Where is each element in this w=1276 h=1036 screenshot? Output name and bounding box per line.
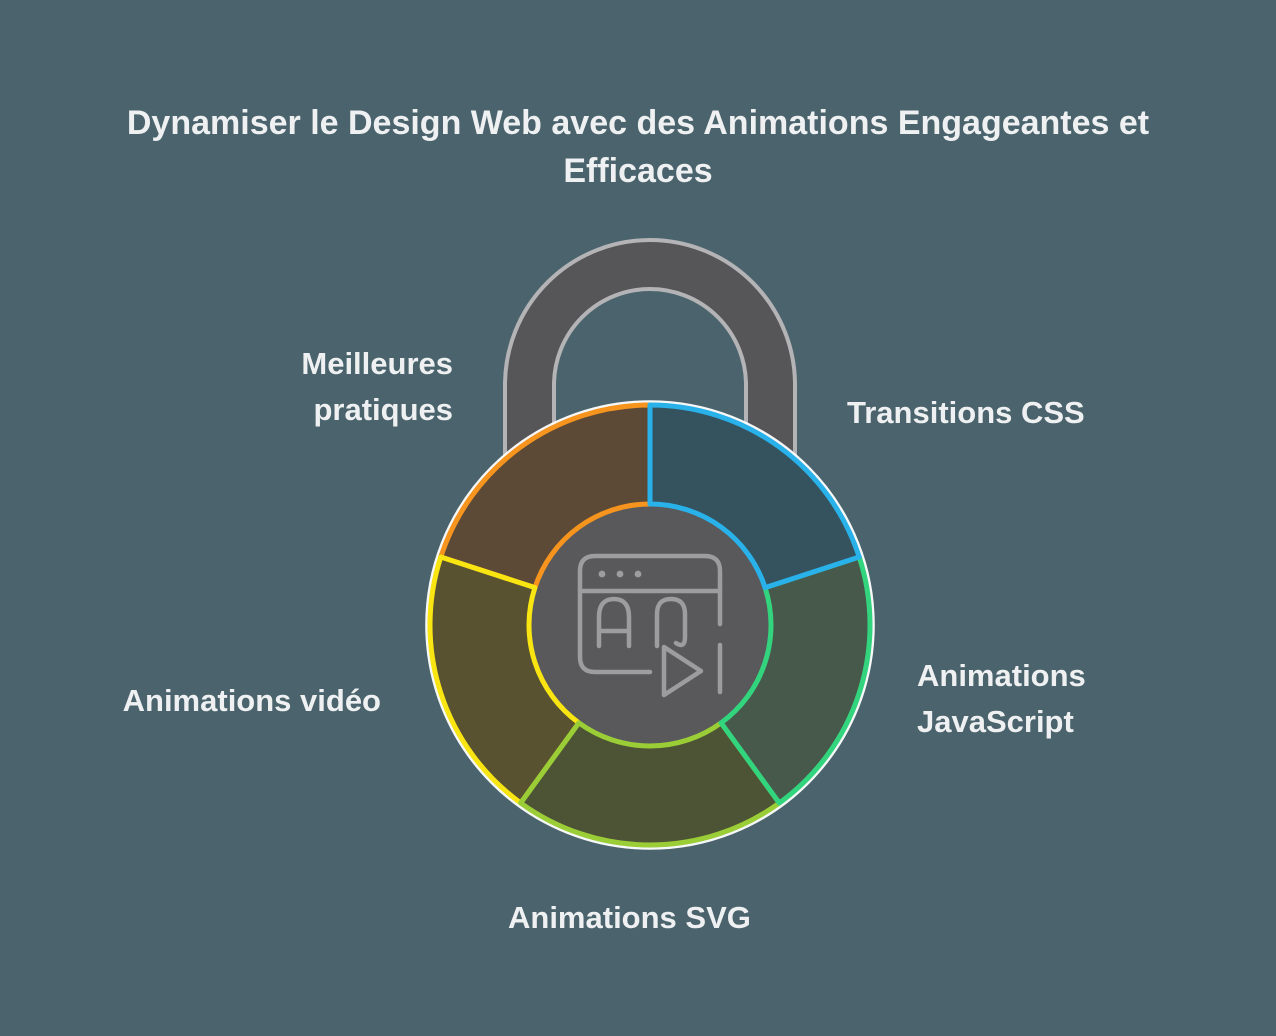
segment-animations-video	[427, 554, 582, 806]
browser-window-frame	[577, 553, 723, 675]
donut-outer-outline	[425, 400, 875, 850]
lock-shackle	[503, 238, 797, 562]
label-transitions-css: Transitions CSS	[847, 395, 1085, 430]
letter-n-glyph	[654, 596, 688, 649]
browser-animation-icon	[577, 553, 723, 698]
donut-segments	[427, 402, 873, 848]
page-title-line2: Efficaces	[563, 152, 713, 190]
browser-window-dots	[598, 570, 642, 578]
play-triangle-icon	[661, 644, 704, 698]
label-animations-javascript: Animations JavaScript	[917, 658, 1086, 739]
segment-animations-javascript	[718, 554, 873, 806]
label-meilleures-pratiques: Meilleures pratiques	[301, 346, 453, 427]
page-title: Dynamiser le Design Web avec des Animati…	[0, 99, 1276, 195]
lock-body-center	[531, 506, 769, 744]
segment-animations-svg	[518, 720, 782, 848]
page-title-line1: Dynamiser le Design Web avec des Animati…	[126, 104, 1150, 142]
letter-a-glyph	[596, 596, 632, 649]
segment-transitions-css	[647, 402, 862, 591]
label-animations-svg: Animations SVG	[508, 900, 751, 935]
label-animations-video: Animations vidéo	[122, 683, 381, 718]
segment-meilleures-pratiques	[438, 402, 653, 591]
